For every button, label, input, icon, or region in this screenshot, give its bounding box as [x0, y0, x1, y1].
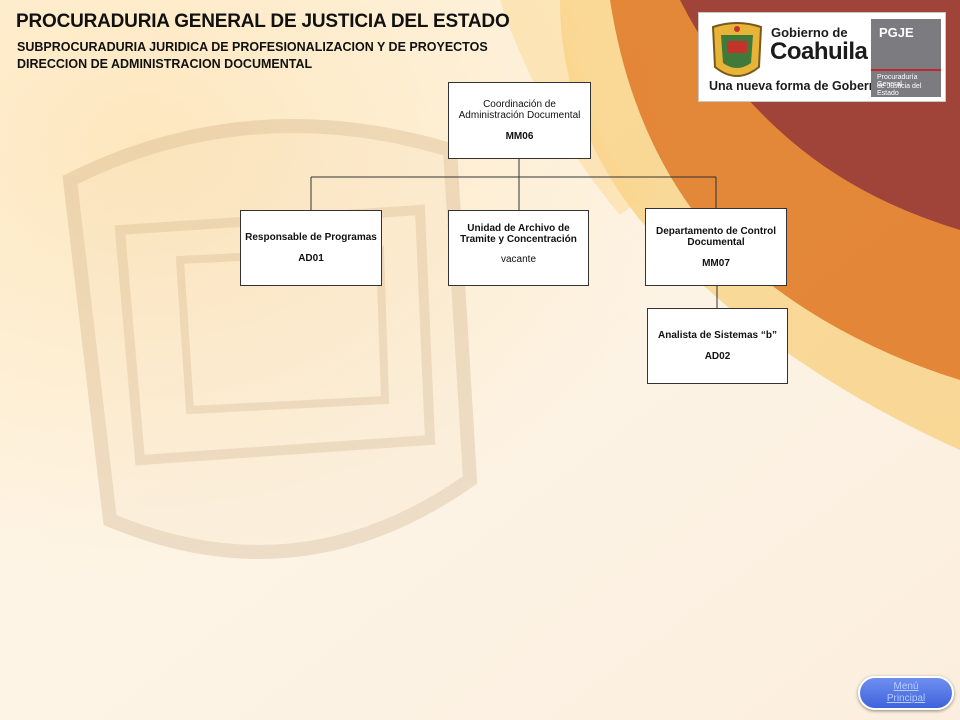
- org-node-departamento-control: Departamento de Control Documental MM07: [645, 208, 787, 286]
- menu-button-line-2: Principal: [886, 693, 926, 704]
- node-status: vacante: [500, 254, 537, 265]
- pgje-line-2: de Justicia del Estado: [877, 83, 922, 97]
- menu-principal-button[interactable]: Menú Principal: [858, 676, 954, 710]
- logo-gov-name: Coahuila: [770, 38, 868, 65]
- coahuila-pgje-logo: Gobierno de Coahuila Una nueva forma de …: [698, 12, 946, 102]
- coahuila-seal-icon: [711, 22, 763, 77]
- node-title: Responsable de Programas: [245, 232, 377, 243]
- org-node-responsable-programas: Responsable de Programas AD01: [240, 210, 382, 286]
- node-title: Analista de Sistemas “b”: [658, 330, 777, 341]
- pgje-separator: [871, 69, 941, 71]
- pgje-line-1: Procuraduría General: [877, 74, 918, 88]
- logo-gov-top: Gobierno de: [771, 25, 848, 40]
- org-node-unidad-archivo: Unidad de Archivo de Tramite y Concentra…: [448, 210, 589, 286]
- org-node-analista-sistemas: Analista de Sistemas “b” AD02: [647, 308, 788, 384]
- page-subtitle-2: DIRECCION DE ADMINISTRACION DOCUMENTAL: [17, 57, 313, 71]
- node-title: Coordinación de Administración Documenta…: [458, 99, 581, 121]
- page-title: PROCURADURIA GENERAL DE JUSTICIA DEL EST…: [16, 11, 510, 32]
- node-title: Unidad de Archivo de Tramite y Concentra…: [460, 223, 577, 245]
- node-title: Departamento de Control Documental: [655, 225, 776, 248]
- node-code: MM07: [702, 257, 730, 269]
- node-code: AD02: [704, 351, 731, 362]
- logo-slogan: Una nueva forma de Gobernar: [709, 79, 889, 93]
- pgje-mark: PGJE: [879, 25, 914, 40]
- page-subtitle-1: SUBPROCURADURIA JURIDICA DE PROFESIONALI…: [17, 40, 488, 54]
- menu-button-line-1: Menú: [893, 681, 919, 692]
- pgje-panel: PGJE Procuraduría General de Justicia de…: [871, 19, 941, 97]
- org-node-coordinacion: Coordinación de Administración Documenta…: [448, 82, 591, 159]
- node-code: AD01: [298, 253, 324, 264]
- node-code: MM06: [505, 131, 534, 142]
